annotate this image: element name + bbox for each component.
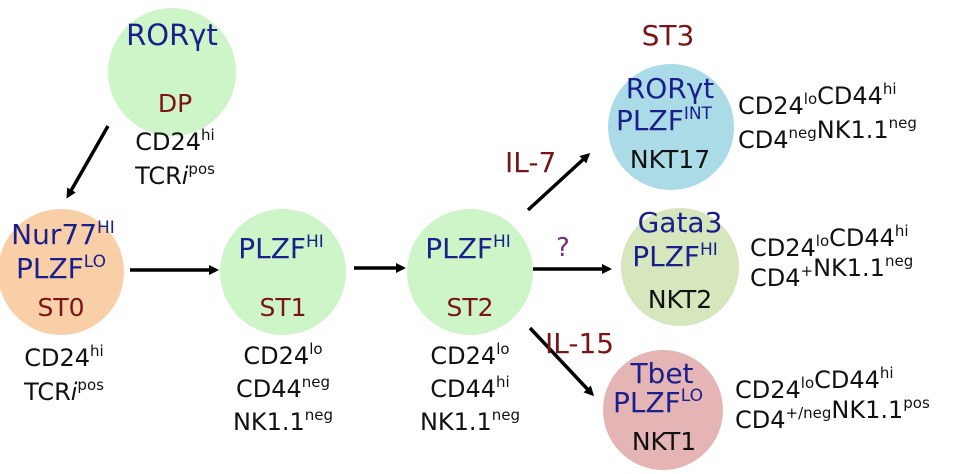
st1-marker-2: NK1.1neg: [233, 406, 333, 436]
nkt17-name-label: NKT17: [630, 145, 710, 174]
il15-label: IL-15: [545, 327, 614, 360]
st2-stage-label: ST2: [446, 293, 493, 322]
st1-plzf-main: PLZF: [238, 232, 306, 265]
nkt2-name-label: NKT2: [648, 285, 712, 314]
st1-plzf-label: PLZFHI: [238, 232, 324, 265]
st0-marker-1: TCRipos: [23, 376, 104, 406]
dp-ror-label: RORγt: [126, 18, 218, 52]
nkt1-marker-line-2: CD4+/negNK1.1pos: [735, 394, 930, 434]
arrow-dp-to-st0: [66, 125, 110, 199]
dp-stage-label: DP: [158, 89, 192, 118]
arrow-st2-to-nkt1: [528, 326, 595, 397]
st0-stage-label: ST0: [37, 293, 84, 322]
st2-plzf-label: PLZFHI: [425, 232, 511, 265]
dp-circle: [108, 8, 236, 136]
st2-plzf-sup: HI: [493, 232, 511, 252]
st0-nur77-label: Nur77HI: [11, 218, 115, 251]
nkt2-plzf-label: PLZFHI: [632, 240, 718, 273]
nkt17-marker-line-1: CD24loCD44hi: [738, 80, 897, 120]
st0-marker-0: CD24hi: [24, 342, 103, 372]
nkt1-name-label: NKT1: [632, 427, 696, 456]
dp-marker-1: TCRipos: [134, 160, 215, 190]
il7-label: IL-7: [505, 146, 556, 179]
st2-marker-2: NK1.1neg: [420, 406, 520, 436]
st1-marker-0: CD24lo: [243, 340, 322, 370]
st2-marker-0: CD24lo: [430, 340, 509, 370]
nkt2-marker-line-2: CD4+NK1.1neg: [750, 252, 913, 292]
nkt17-marker-line-2: CD4negNK1.1neg: [738, 114, 917, 154]
nkt17-ror-label: RORγt: [626, 72, 715, 105]
st3-header: ST3: [642, 19, 695, 52]
nkt1-plzf-sup: LO: [681, 386, 703, 406]
nkt17-plzf-sup: INT: [684, 104, 713, 124]
nkt2-circle: [621, 208, 739, 326]
nkt1-plzf-label: PLZFLO: [613, 386, 703, 419]
nkt2-gata3-label: Gata3: [638, 206, 723, 239]
unknown-label: ?: [556, 233, 570, 263]
st2-circle: [407, 209, 533, 335]
st0-plzf-main: PLZF: [16, 252, 84, 285]
nkt2-plzf-main: PLZF: [632, 240, 700, 273]
nkt1-plzf-main: PLZF: [613, 386, 681, 419]
nkt1-tbet-label: Tbet: [629, 357, 693, 390]
st1-stage-label: ST1: [259, 293, 306, 322]
nkt2-marker-line-1: CD24loCD44hi: [750, 222, 909, 262]
nkt1-circle: [603, 350, 723, 470]
dp-marker-0: CD24hi: [135, 126, 214, 156]
st1-marker-1: CD44neg: [236, 373, 330, 403]
st2-marker-1: CD44hi: [430, 373, 509, 403]
arrow-st2-to-nkt17: [526, 152, 591, 212]
st0-nur77-sup: HI: [97, 218, 115, 238]
st0-nur77-main: Nur77: [11, 218, 97, 251]
st2-plzf-main: PLZF: [425, 232, 493, 265]
nkt17-circle: [608, 64, 734, 190]
st0-circle: [0, 209, 124, 335]
st0-plzf-sup: LO: [84, 252, 106, 272]
st1-plzf-sup: HI: [306, 232, 324, 252]
st1-circle: [220, 209, 346, 335]
nkt17-plzf-label: PLZFINT: [616, 104, 713, 137]
st0-plzf-label: PLZFLO: [16, 252, 106, 285]
nkt1-marker-line-1: CD24loCD44hi: [735, 364, 894, 404]
nkt17-plzf-main: PLZF: [616, 104, 684, 137]
nkt2-plzf-sup: HI: [700, 240, 718, 260]
